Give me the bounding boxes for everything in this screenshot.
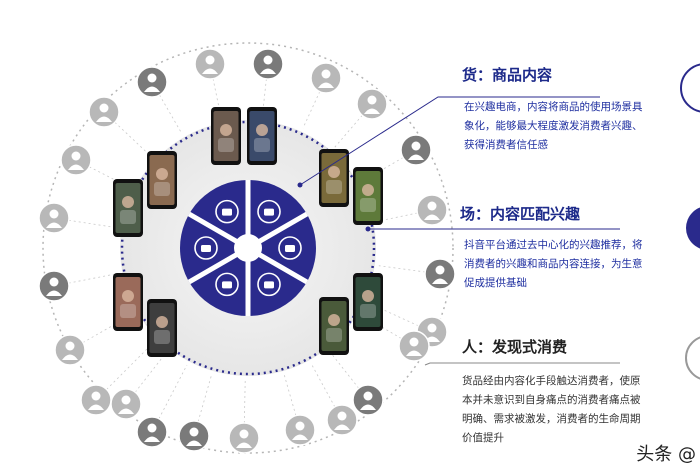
consumer-avatar bbox=[416, 194, 448, 226]
phone-screen bbox=[353, 273, 383, 331]
callout-dot-field bbox=[365, 226, 371, 232]
person-line: 价值提升 bbox=[462, 432, 504, 444]
outer-dotted-ring bbox=[42, 42, 454, 454]
clothing-icon bbox=[194, 236, 218, 260]
phone-screen bbox=[147, 151, 177, 209]
field-heading: 场：内容匹配兴趣 bbox=[460, 205, 581, 223]
field-side-icon bbox=[686, 207, 700, 249]
person-line: 货品经由内容化手段触达消费者，使原 bbox=[462, 375, 641, 387]
field-description: 抖音平台通过去中心化的兴趣推荐，将 消费者的兴趣和商品内容连接，为生意 促成提供… bbox=[464, 236, 643, 293]
cosmetics-icon bbox=[257, 199, 281, 224]
home-appliance-icon bbox=[215, 272, 239, 297]
connection-line bbox=[302, 77, 327, 129]
consumer-avatar bbox=[194, 48, 226, 80]
person-heading: 人：发现式消费 bbox=[462, 338, 568, 356]
side-icons bbox=[680, 63, 700, 380]
field-line: 抖音平台通过去中心化的兴趣推荐，将 bbox=[464, 239, 643, 251]
consumer-avatar bbox=[310, 62, 342, 94]
consumer-avatars bbox=[38, 48, 456, 454]
goods-line: 在兴趣电商，内容将商品的使用场景具 bbox=[464, 101, 643, 113]
consumer-avatar bbox=[356, 88, 388, 120]
person-line: 本并未意识到自身痛点的消费者痛点被 bbox=[462, 394, 641, 406]
consumer-avatar bbox=[38, 202, 70, 234]
callout-line-goods bbox=[299, 96, 600, 186]
cutlery-icon bbox=[278, 236, 302, 260]
consumer-avatar bbox=[136, 66, 168, 98]
phone-screen bbox=[147, 299, 177, 357]
person-line: 明确、需求被激发，消费者的生命周期 bbox=[462, 413, 641, 425]
goods-line: 获得消费者信任感 bbox=[464, 139, 548, 151]
phone-screens bbox=[113, 107, 383, 357]
sports-icon bbox=[215, 199, 239, 224]
phone-screen bbox=[319, 149, 349, 207]
inner-dotted-ring bbox=[120, 120, 376, 376]
connection-line bbox=[377, 209, 433, 222]
consumer-avatar bbox=[178, 420, 210, 452]
consumer-avatar bbox=[284, 414, 316, 446]
goods-description: 在兴趣电商，内容将商品的使用场景具 象化，能够最大程度激发消费者兴趣、 获得消费… bbox=[464, 98, 643, 155]
phone-screen bbox=[247, 107, 277, 165]
goods-heading: 货：商品内容 bbox=[462, 66, 553, 84]
consumer-avatar bbox=[228, 422, 260, 454]
watermark: 头条 @ bbox=[632, 440, 700, 466]
consumer-avatar bbox=[136, 416, 168, 448]
connection-line bbox=[261, 63, 269, 117]
goods-side-icon bbox=[680, 63, 700, 113]
callout-dot-goods bbox=[297, 182, 303, 188]
field-line: 消费者的兴趣和商品内容连接，为生意 bbox=[464, 258, 643, 270]
gamepad-icon bbox=[257, 272, 281, 297]
consumer-avatar bbox=[400, 134, 432, 166]
person-side-icon bbox=[685, 336, 700, 380]
category-hub bbox=[180, 180, 316, 316]
goods-line: 象化，能够最大程度激发消费者兴趣、 bbox=[464, 120, 643, 132]
hub-center bbox=[234, 234, 262, 262]
consumer-avatar bbox=[88, 96, 120, 128]
consumer-avatar bbox=[326, 404, 358, 436]
phone-screen bbox=[319, 297, 349, 355]
person-description: 货品经由内容化手段触达消费者，使原 本并未意识到自身痛点的消费者痛点被 明确、需… bbox=[462, 372, 641, 448]
consumer-avatar bbox=[60, 144, 92, 176]
callout-lines bbox=[297, 96, 620, 366]
consumer-avatar bbox=[110, 388, 142, 420]
consumer-avatar bbox=[38, 270, 70, 302]
phone-screen bbox=[211, 107, 241, 165]
consumer-avatar bbox=[398, 330, 430, 362]
connection-line bbox=[95, 341, 155, 401]
callout-line-person bbox=[424, 362, 620, 366]
consumer-avatar bbox=[80, 384, 112, 416]
consumer-avatar bbox=[252, 48, 284, 80]
phone-screen bbox=[353, 167, 383, 225]
consumer-avatar bbox=[352, 384, 384, 416]
consumer-avatar bbox=[424, 258, 456, 290]
consumer-avatar bbox=[54, 334, 86, 366]
phone-screen bbox=[113, 273, 143, 331]
field-line: 促成提供基础 bbox=[464, 277, 527, 289]
phone-screen bbox=[113, 179, 143, 237]
